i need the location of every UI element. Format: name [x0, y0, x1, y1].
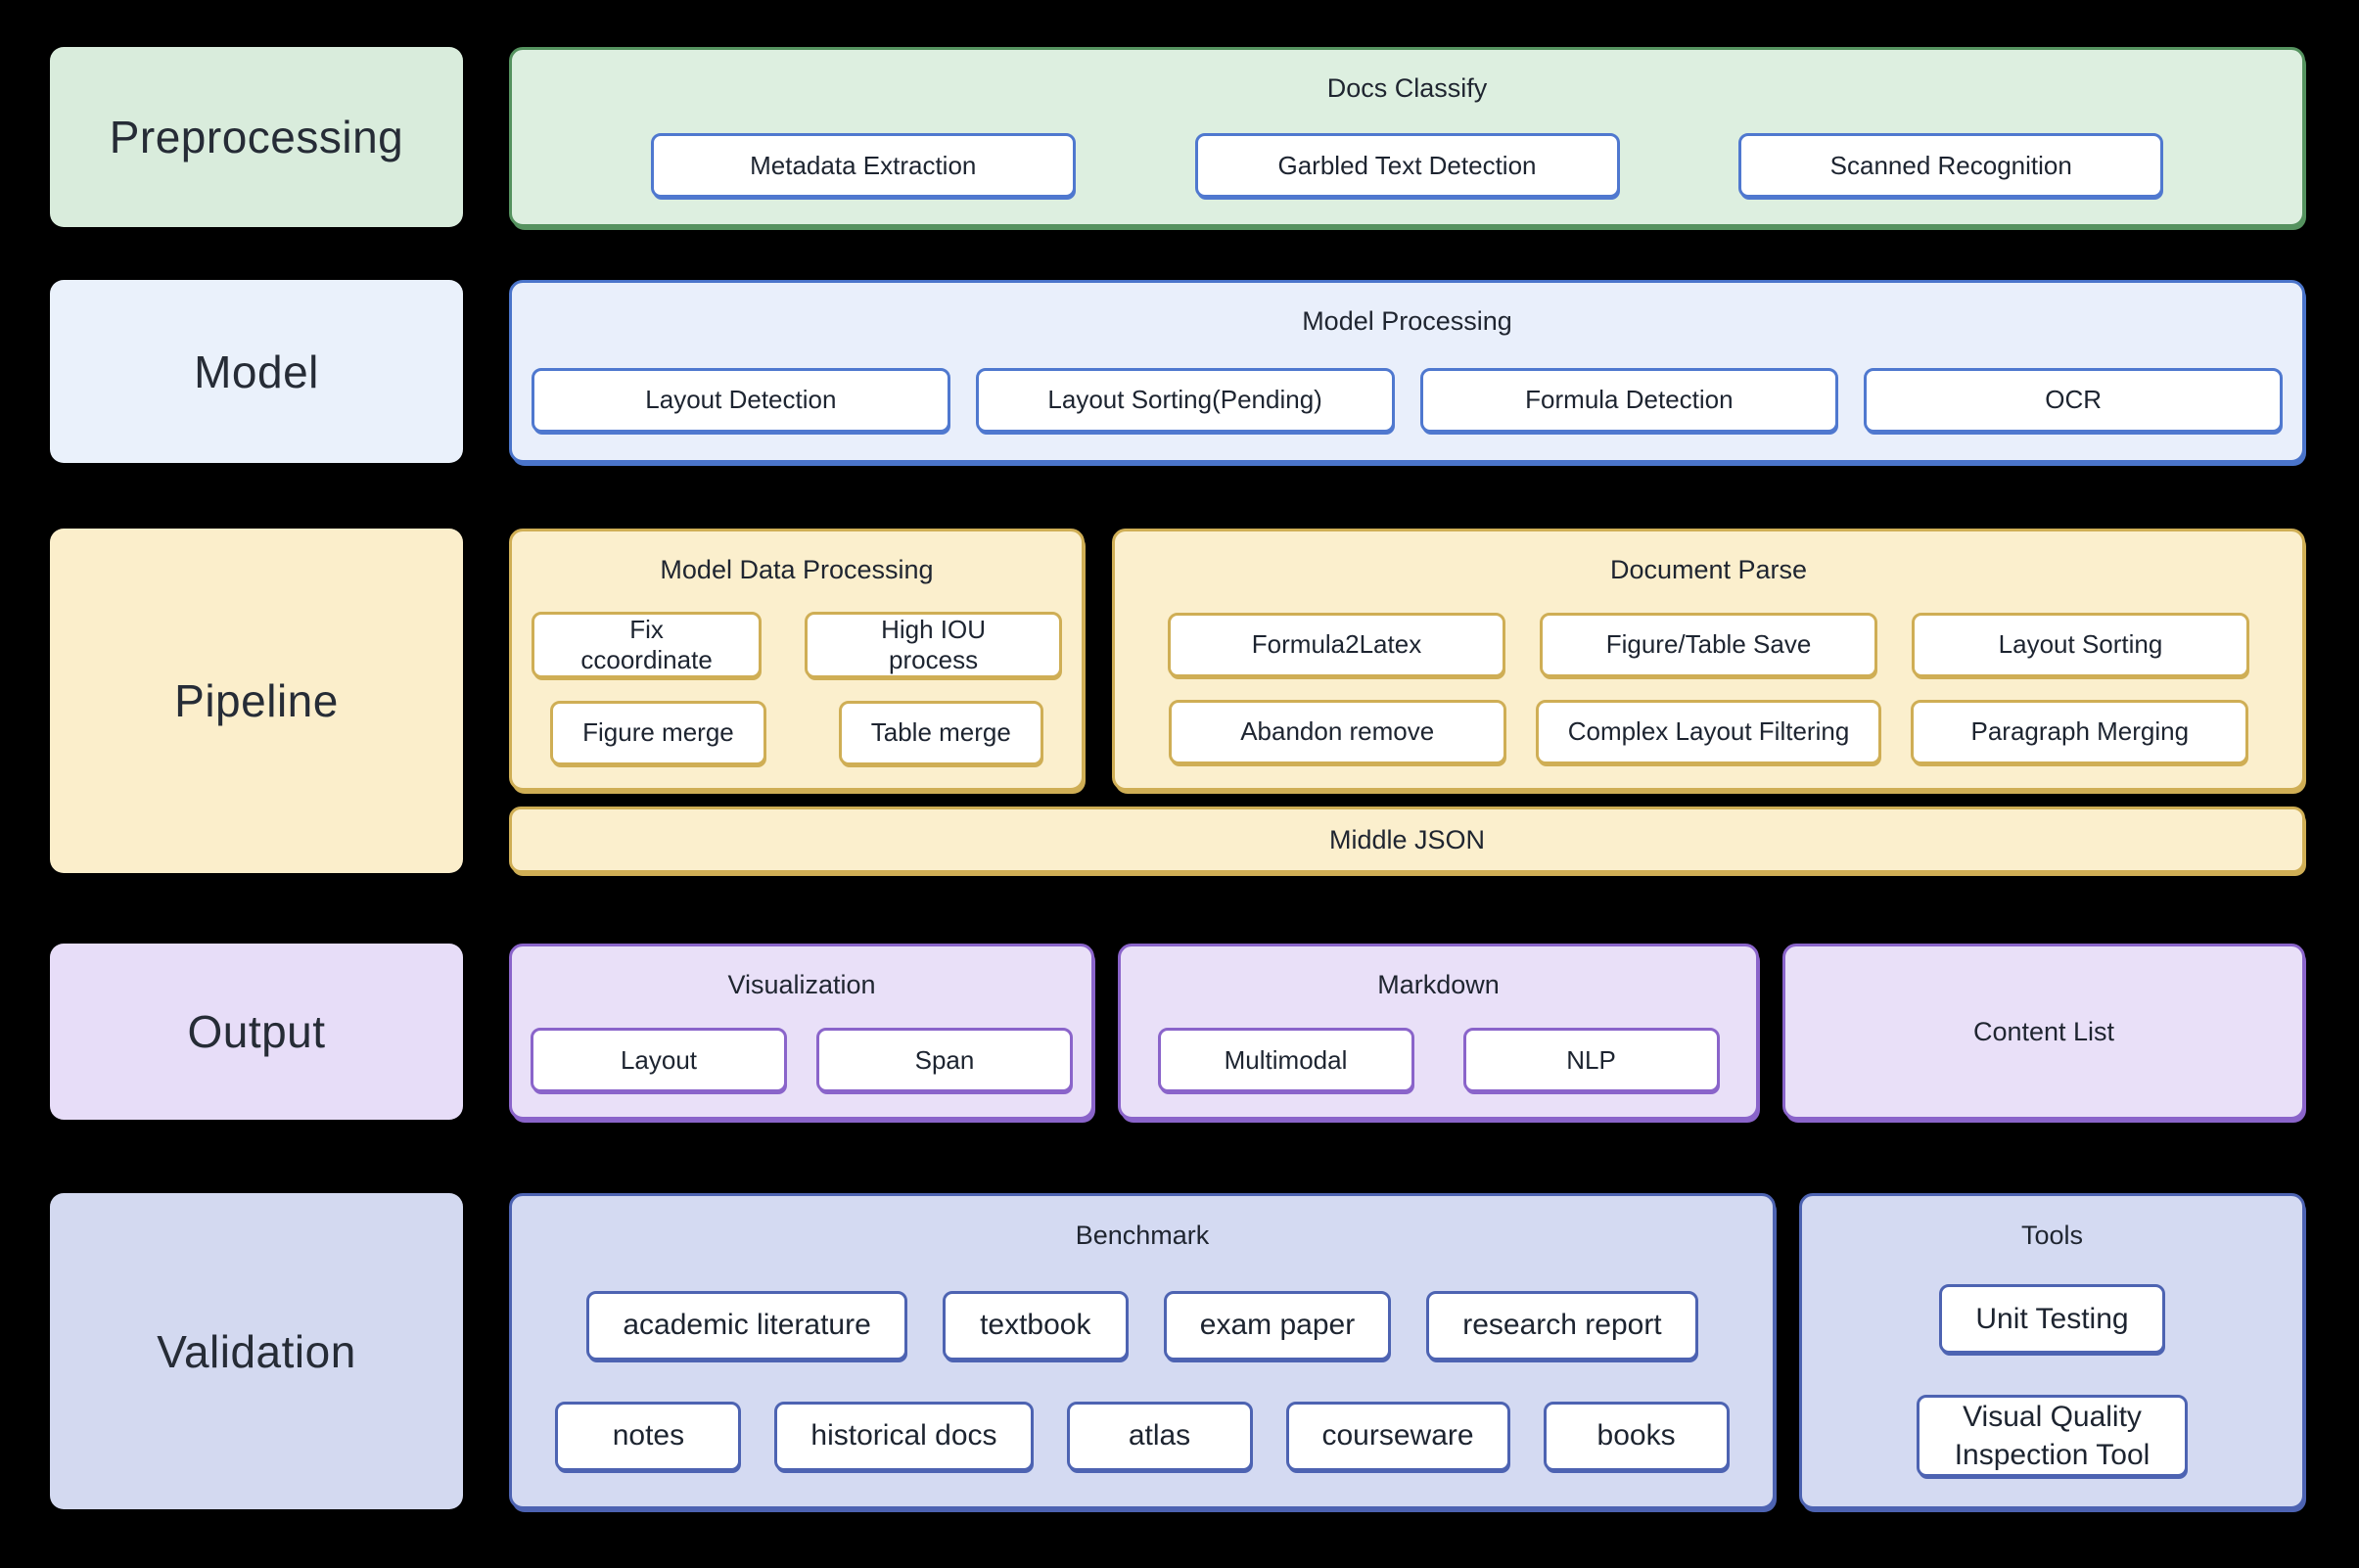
node-span: Span	[816, 1028, 1073, 1092]
model-processing-title: Model Processing	[1302, 305, 1512, 336]
container-model-processing: Model Processing Layout Detection Layout…	[509, 280, 2305, 463]
node-historical-docs: historical docs	[774, 1401, 1034, 1471]
stage-label-model: Model	[50, 280, 463, 463]
stage-label-output: Output	[50, 944, 463, 1120]
node-layout: Layout	[531, 1028, 787, 1092]
node-books: books	[1543, 1401, 1730, 1471]
row-model: Model Model Processing Layout Detection …	[50, 280, 2305, 463]
content-list-title: Content List	[1972, 1016, 2115, 1046]
node-formula2latex: Formula2Latex	[1168, 612, 1505, 677]
node-metadata-extraction: Metadata Extraction	[650, 133, 1076, 198]
stage-label-preprocessing: Preprocessing	[50, 47, 463, 227]
row-output: Output Visualization Layout Span Markdow…	[50, 944, 2305, 1120]
visualization-title: Visualization	[727, 969, 876, 999]
container-model-data-processing: Model Data Processing Fix ccoordinate Hi…	[509, 529, 1085, 791]
middle-json-bar: Middle JSON	[509, 807, 2305, 873]
container-content-list: Content List	[1782, 944, 2305, 1120]
node-paragraph-merging: Paragraph Merging	[1911, 699, 2249, 764]
node-unit-testing: Unit Testing	[1939, 1284, 2165, 1354]
stage-label-text: Model	[194, 346, 319, 397]
node-figure-merge: Figure merge	[550, 700, 766, 765]
benchmark-title: Benchmark	[1075, 1220, 1210, 1250]
container-benchmark: Benchmark academic literature textbook e…	[509, 1193, 1776, 1509]
row-validation: Validation Benchmark academic literature…	[50, 1193, 2305, 1509]
node-formula-detection: Formula Detection	[1419, 367, 1839, 433]
node-figure-table-save: Figure/Table Save	[1540, 612, 1877, 677]
node-notes: notes	[555, 1401, 742, 1471]
middle-json-label: Middle JSON	[1328, 824, 1486, 854]
container-visualization: Visualization Layout Span	[509, 944, 1094, 1120]
row-preprocessing: Preprocessing Docs Classify Metadata Ext…	[50, 47, 2305, 227]
container-document-parse: Document Parse Formula2Latex Figure/Tabl…	[1112, 529, 2305, 791]
stage-label-pipeline: Pipeline	[50, 529, 463, 873]
container-tools: Tools Unit Testing Visual Quality Inspec…	[1799, 1193, 2305, 1509]
node-academic-literature: academic literature	[586, 1290, 907, 1360]
node-layout-sorting-pending: Layout Sorting(Pending)	[975, 367, 1395, 433]
stage-label-text: Validation	[157, 1325, 356, 1377]
node-visual-quality-inspection-tool: Visual Quality Inspection Tool	[1917, 1395, 2188, 1477]
document-parse-title: Document Parse	[1609, 554, 1808, 584]
node-table-merge: Table merge	[838, 700, 1043, 765]
stage-label-text: Pipeline	[174, 675, 339, 726]
stage-label-text: Preprocessing	[109, 112, 404, 162]
node-fix-ccoordinate: Fix ccoordinate	[532, 611, 763, 678]
node-multimodal: Multimodal	[1157, 1028, 1414, 1092]
docs-classify-title: Docs Classify	[1326, 72, 1488, 103]
node-abandon-remove: Abandon remove	[1168, 699, 1506, 764]
node-ocr: OCR	[1864, 367, 2283, 433]
row-pipeline: Pipeline Model Data Processing Fix ccoor…	[50, 529, 2305, 873]
node-courseware: courseware	[1285, 1401, 1510, 1471]
node-scanned-recognition: Scanned Recognition	[1738, 133, 2164, 198]
node-high-iou-process: High IOU process	[805, 611, 1062, 678]
markdown-title: Markdown	[1377, 969, 1500, 999]
node-layout-sorting: Layout Sorting	[1912, 612, 2249, 677]
container-markdown: Markdown Multimodal NLP	[1118, 944, 1759, 1120]
stage-label-validation: Validation	[50, 1193, 463, 1509]
node-complex-layout-filtering: Complex Layout Filtering	[1535, 699, 1882, 764]
model-data-processing-title: Model Data Processing	[660, 554, 934, 584]
container-docs-classify: Docs Classify Metadata Extraction Garble…	[509, 47, 2305, 227]
node-nlp: NLP	[1462, 1028, 1720, 1092]
node-layout-detection: Layout Detection	[532, 367, 950, 433]
node-garbled-text-detection: Garbled Text Detection	[1194, 133, 1620, 198]
node-atlas: atlas	[1066, 1401, 1253, 1471]
stage-label-text: Output	[187, 1006, 326, 1057]
node-textbook: textbook	[942, 1290, 1129, 1360]
tools-title: Tools	[2020, 1220, 2084, 1250]
node-exam-paper: exam paper	[1163, 1290, 1392, 1360]
node-research-report: research report	[1426, 1290, 1698, 1360]
